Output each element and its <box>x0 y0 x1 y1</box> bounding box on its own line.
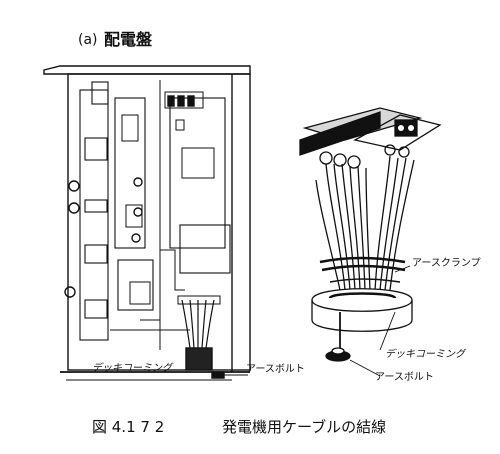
cable-detail-drawing <box>299 107 442 377</box>
earth-bolt-label-right: アースボルト <box>375 371 434 383</box>
caption-number: 図 4.1 7 2 <box>92 418 164 436</box>
panel-label: (a) <box>78 32 98 48</box>
switchboard-drawing <box>43 65 251 381</box>
earth-clamp-label: アースクランプ <box>412 257 481 269</box>
earth-bolt-label-left: アースボルト <box>246 363 305 375</box>
deck-coaming-label-left: デッキコーミング <box>92 362 174 374</box>
panel-title: 配電盤 <box>104 30 153 49</box>
deck-coaming-label-right: デッキコーミング <box>385 348 467 360</box>
caption-text: 発電機用ケーブルの結線 <box>222 418 386 436</box>
